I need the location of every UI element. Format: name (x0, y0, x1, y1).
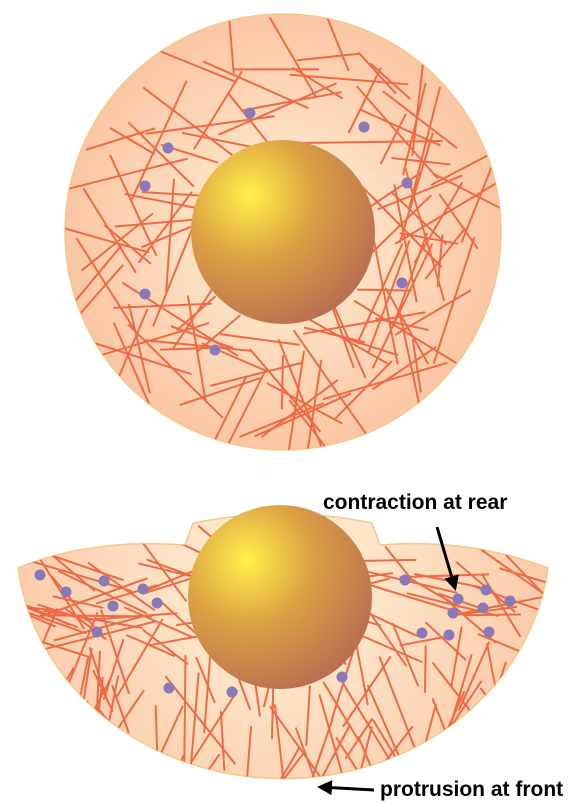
actin-filament (538, 639, 549, 707)
myosin-dot (140, 289, 151, 300)
myosin-dot (478, 603, 489, 614)
actin-filament (77, 702, 88, 746)
actin-filament (508, 711, 532, 746)
actin-filament (59, 704, 78, 758)
actin-filament (90, 713, 99, 754)
actin-filament (282, 356, 283, 408)
actin-filament (37, 668, 74, 732)
migrating-cell-nucleus (188, 505, 372, 689)
actin-filament (538, 719, 548, 771)
myosin-dot (163, 143, 174, 154)
myosin-dot (444, 630, 455, 641)
myosin-dot (35, 570, 46, 581)
myosin-dot (61, 587, 72, 598)
actin-filament (19, 702, 46, 800)
myosin-dot (227, 687, 238, 698)
myosin-dot (453, 594, 464, 605)
migrating-cell (0, 505, 581, 803)
myosin-dot (152, 598, 163, 609)
actin-filament (166, 756, 183, 801)
myosin-dot (210, 345, 221, 356)
myosin-dot (484, 627, 495, 638)
myosin-dot (164, 683, 175, 694)
actin-filament (534, 661, 550, 760)
actin-filament (43, 678, 65, 750)
actin-filament (68, 765, 87, 800)
label-contraction-at-rear: contraction at rear (323, 491, 507, 514)
actin-filament (38, 751, 40, 803)
myosin-dot (138, 584, 149, 595)
myosin-dot (99, 576, 110, 587)
myosin-dot (505, 596, 516, 607)
myosin-dot (400, 575, 411, 586)
actin-filament (99, 729, 140, 803)
myosin-dot (108, 601, 119, 612)
myosin-dot (337, 672, 348, 683)
myosin-dot (245, 108, 256, 119)
front-annotation: protrusion at front (320, 778, 563, 801)
stationary-cell-nucleus (191, 140, 375, 324)
myosin-dot (359, 122, 370, 133)
stationary-cell (17, 0, 512, 477)
actin-filament (515, 675, 535, 713)
myosin-dot (448, 608, 459, 619)
actin-filament (22, 686, 35, 789)
myosin-dot (481, 585, 492, 596)
actin-filament (4, 712, 52, 773)
actin-filament (19, 728, 54, 803)
front-arrow (320, 787, 374, 790)
myosin-dot (140, 181, 151, 192)
actin-filament (21, 659, 68, 768)
actin-filament (184, 656, 185, 766)
myosin-dot (417, 628, 428, 639)
actin-filament (481, 689, 529, 751)
label-protrusion-at-front: protrusion at front (380, 778, 563, 801)
myosin-dot (402, 178, 413, 189)
actin-filament (425, 646, 426, 692)
myosin-dot (397, 278, 408, 289)
actin-filament (511, 673, 518, 771)
myosin-dot (92, 627, 103, 638)
